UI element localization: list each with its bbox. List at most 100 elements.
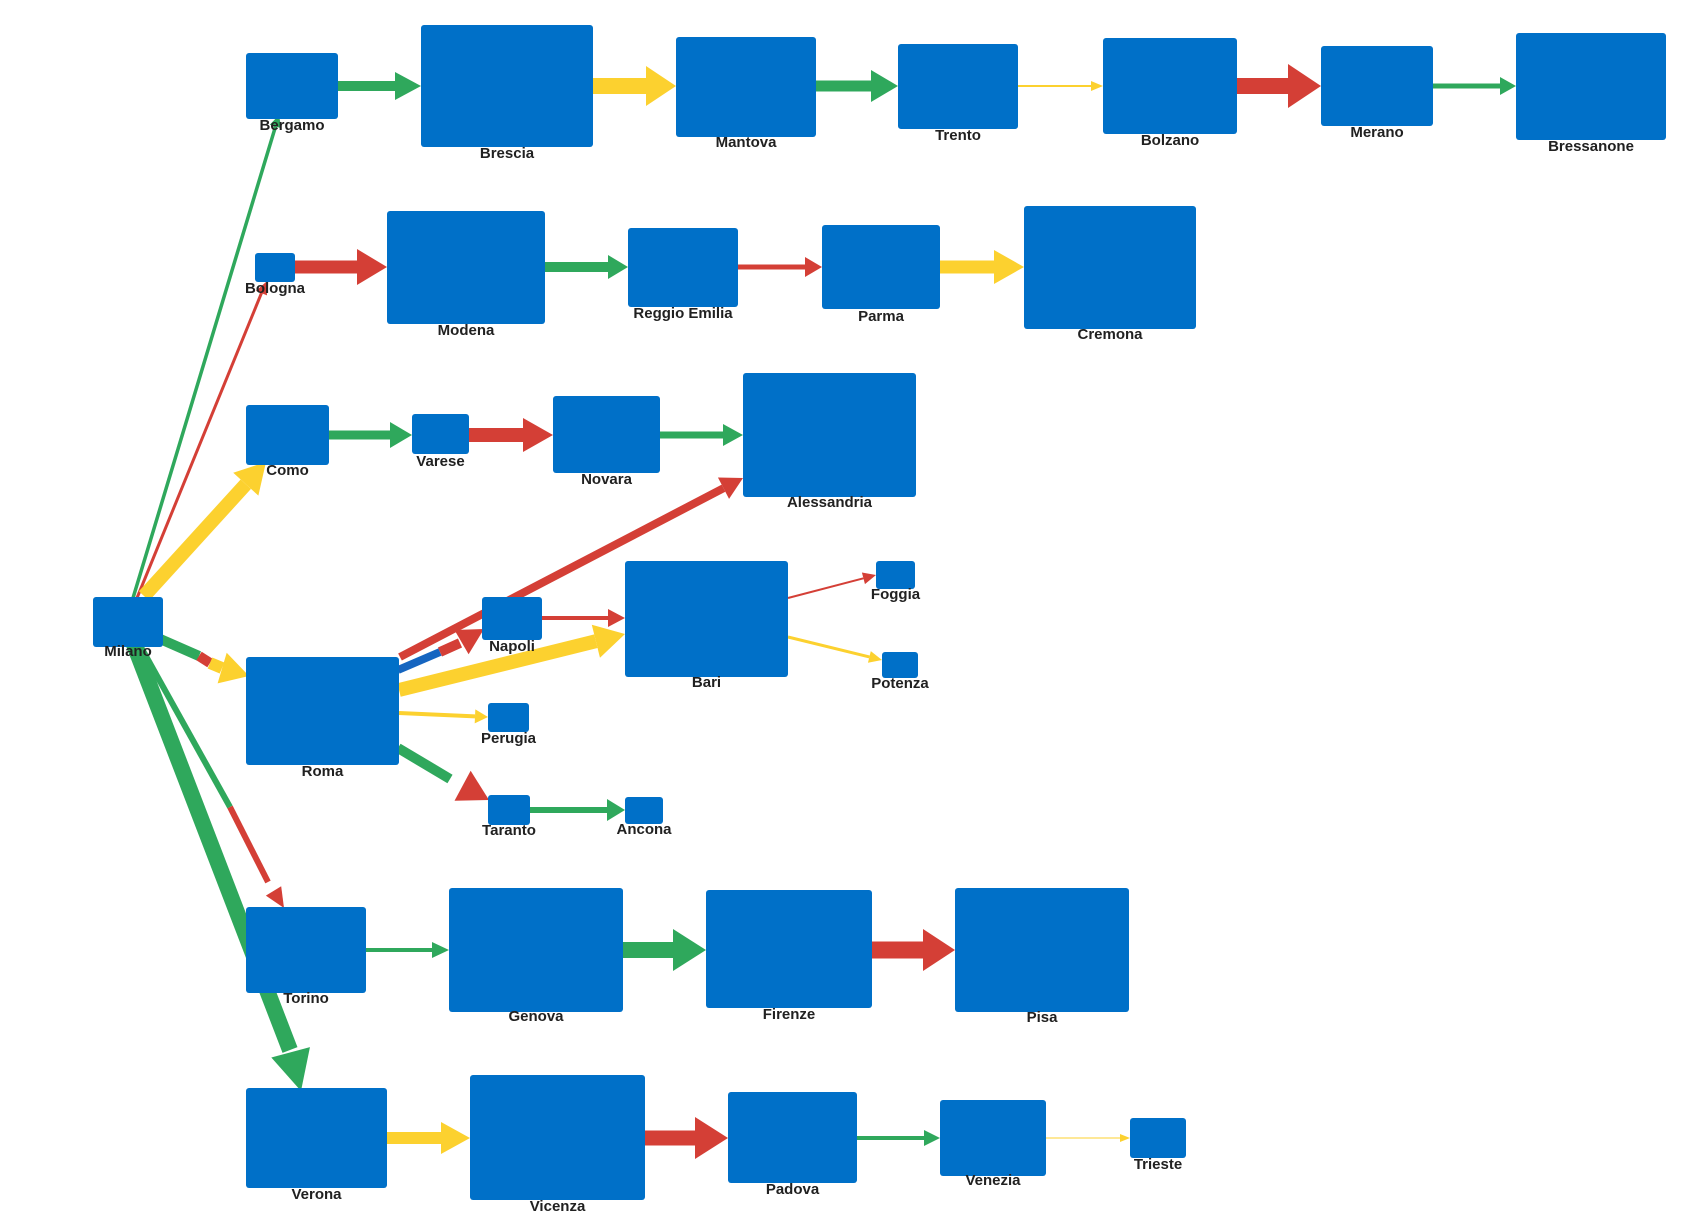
edge-line [131,125,278,599]
node-label-bolzano: Bolzano [1140,132,1200,149]
edge-arrowhead [608,609,625,627]
node-reggio-emilia [628,228,738,307]
edge-arrowhead [607,799,625,821]
edge-parma-cremona [940,250,1024,284]
edge-arrowhead [1500,77,1516,95]
node-brescia [421,25,593,147]
node-label-reggio-emilia: Reggio Emilia [633,305,733,322]
node-label-bologna: Bologna [245,280,305,297]
edge-taranto-ancona [530,799,625,821]
edge-genova-firenze [623,929,706,971]
edge-arrowhead [255,282,268,296]
edge-arrowhead [924,1130,940,1146]
edge-bari-foggia [787,572,876,599]
edge-roma-perugia [398,709,488,724]
edge-arrowhead [454,770,489,801]
edge-segment [395,743,453,784]
edge-brescia-mantova [593,66,676,106]
node-genova [449,888,623,1012]
edge-arrowhead [441,1122,470,1154]
edge-segment [155,633,202,661]
node-label-genova: Genova [508,1008,564,1025]
edge-vicenza-padova [645,1117,728,1159]
edge-arrowhead [1120,1134,1130,1142]
edge-arrowhead [357,249,387,285]
node-label-roma: Roma [301,763,344,780]
edge-segment [196,651,213,668]
edge-milano-roma [155,633,249,684]
edge-reggio-emilia-parma [738,257,822,277]
edge-arrowhead [805,257,822,277]
node-label-perugia: Perugia [480,730,537,747]
node-label-taranto: Taranto [482,822,536,839]
edge-line [397,634,598,697]
edge-arrowhead [673,929,706,971]
edge-napoli-bari [542,609,625,627]
edge-line [398,484,726,661]
edge-merano-bressanone [1433,77,1516,95]
node-label-parma: Parma [858,308,904,325]
edge-segment [207,657,225,674]
node-label-ancona: Ancona [616,821,672,838]
node-bolzano [1103,38,1237,134]
node-novara [553,396,660,473]
node-parma [822,225,940,309]
node-label-bari: Bari [691,674,722,691]
edge-arrowhead [432,942,449,958]
node-varese [412,414,469,454]
edge-como-varese [329,422,412,448]
node-taranto [488,795,530,825]
edge-roma-alessandria [398,477,743,661]
node-label-firenze: Firenze [762,1006,816,1023]
edge-segment [227,805,271,884]
edge-line [398,711,476,719]
node-label-mantova: Mantova [715,134,777,151]
edge-line [787,577,864,599]
edge-roma-napoli [396,629,484,674]
edge-bolzano-merano [1237,64,1321,108]
node-label-trento: Trento [935,127,981,144]
node-label-bergamo: Bergamo [259,117,325,134]
edge-mantova-trento [816,70,898,102]
edge-venezia-trieste [1046,1134,1130,1142]
node-modena [387,211,545,324]
edge-padova-venezia [857,1130,940,1146]
edge-novara-alessandria [660,424,743,446]
node-trento [898,44,1018,129]
node-mantova [676,37,816,137]
edge-arrowhead [871,70,898,102]
edge-arrowhead [523,418,553,452]
node-bologna [255,253,295,282]
node-label-merano: Merano [1350,124,1404,141]
node-cremona [1024,206,1196,329]
node-label-trieste: Trieste [1133,1156,1183,1173]
edge-segment [396,648,442,674]
node-vicenza [470,1075,645,1200]
edge-line [135,292,263,599]
edge-segment [134,638,233,809]
edge-arrowhead [390,422,412,448]
node-pisa [955,888,1129,1012]
edge-arrowhead [646,66,676,106]
edge-arrowhead [1091,81,1103,91]
edge-arrowhead [217,652,249,684]
node-trieste [1130,1118,1186,1158]
node-foggia [876,561,915,589]
node-label-alessandria: Alessandria [786,494,873,511]
node-milano [93,597,163,647]
node-roma [246,657,399,765]
edge-arrowhead [861,572,876,585]
node-label-verona: Verona [291,1186,342,1203]
node-label-torino: Torino [283,990,329,1007]
edge-arrowhead [695,1117,728,1159]
node-label-cremona: Cremona [1077,326,1143,343]
node-merano [1321,46,1433,126]
edge-varese-novara [469,418,553,452]
edge-milano-bologna [135,282,268,599]
node-napoli [482,597,542,640]
node-label-padova: Padova [765,1181,820,1198]
edge-milano-como [138,462,266,601]
edge-verona-vicenza [387,1122,470,1154]
